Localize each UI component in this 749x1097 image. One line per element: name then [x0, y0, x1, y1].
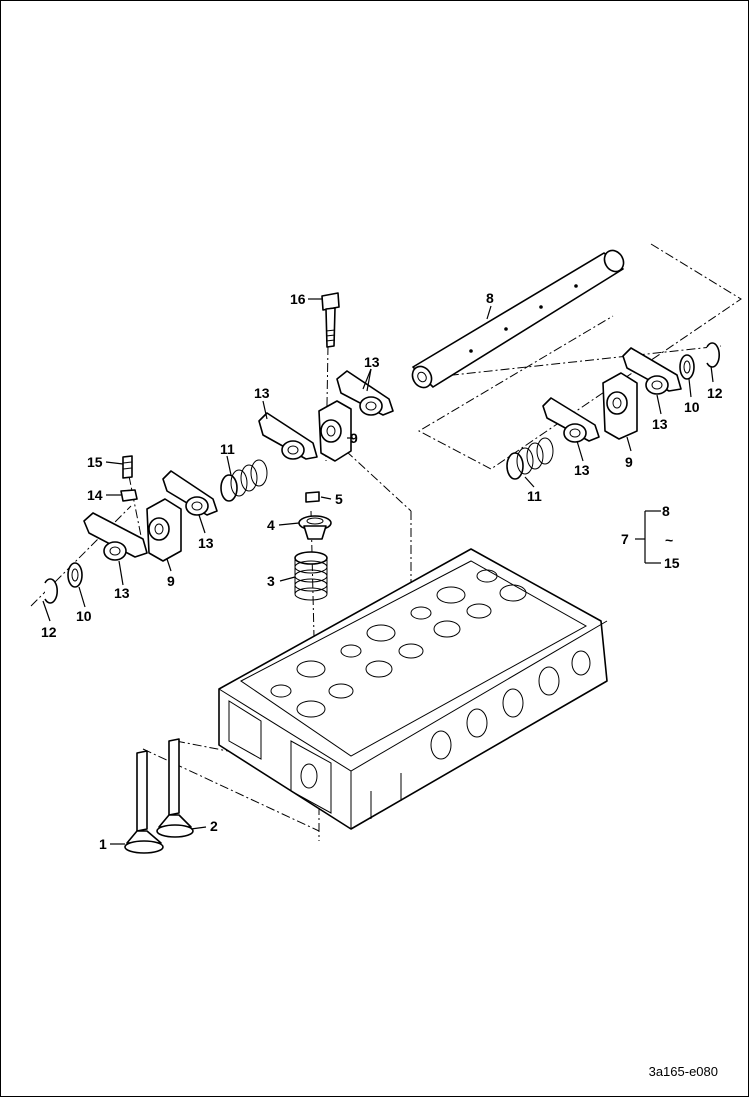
callout-13-a: 13 — [364, 354, 380, 370]
leader-lines — [42, 298, 714, 845]
valve-cotter — [305, 491, 320, 503]
figure-code: 3a165-e080 — [648, 1064, 718, 1079]
callout-5: 5 — [335, 491, 343, 507]
washer-right — [679, 354, 695, 380]
rocker-arm-1 — [336, 370, 394, 416]
adjusting-screw — [122, 455, 133, 479]
callout-11-a: 11 — [220, 441, 235, 457]
callout-9-a: 9 — [350, 430, 358, 446]
callout-12-b: 12 — [707, 385, 723, 401]
washer-left — [67, 562, 83, 588]
lock-nut — [120, 489, 138, 502]
callout-13-e: 13 — [574, 462, 590, 478]
callout-14: 14 — [87, 487, 103, 503]
cylinder-head — [218, 548, 608, 830]
rocker-arm-3 — [162, 470, 218, 516]
shaft-spring-1 — [220, 459, 268, 502]
callout-13-f: 13 — [652, 416, 668, 432]
callout-10-b: 10 — [684, 399, 700, 415]
group-bracket — [635, 510, 661, 564]
callout-9-c: 9 — [625, 454, 633, 470]
valve-spring — [294, 551, 328, 601]
callout-13-c: 13 — [198, 535, 214, 551]
callout-labels: 16 8 13 13 9 11 15 14 5 4 13 3 9 13 10 1… — [41, 290, 723, 852]
callout-7-bottom: 15 — [664, 555, 680, 571]
callout-3: 3 — [267, 573, 275, 589]
rocker-bracket-1 — [318, 400, 352, 462]
snap-ring-left — [44, 578, 58, 604]
callout-11-b: 11 — [527, 488, 542, 504]
callout-7-top: 8 — [662, 503, 670, 519]
callout-7: 7 — [621, 531, 629, 547]
rocker-arm-2 — [258, 412, 318, 460]
callout-7-range: ~ — [665, 532, 673, 548]
snap-ring-right — [706, 342, 720, 368]
callout-4: 4 — [267, 517, 275, 533]
callout-13-d: 13 — [114, 585, 130, 601]
rocker-arm-5 — [542, 397, 600, 443]
rocker-shaft — [411, 249, 625, 389]
rocker-arm-4 — [83, 512, 148, 561]
callout-1: 1 — [99, 836, 107, 852]
callout-10-a: 10 — [76, 608, 92, 624]
rocker-bracket-3 — [602, 372, 638, 440]
callout-15: 15 — [87, 454, 103, 470]
callout-2: 2 — [210, 818, 218, 834]
valve-exhaust — [156, 738, 194, 838]
rocker-arm-6 — [622, 347, 682, 395]
callout-9-b: 9 — [167, 573, 175, 589]
valve-intake — [124, 750, 164, 854]
rocker-bracket-2 — [146, 498, 182, 562]
callout-12-a: 12 — [41, 624, 57, 640]
shaft-spring-2 — [506, 437, 554, 480]
spring-retainer — [298, 515, 332, 540]
callout-13-b: 13 — [254, 385, 270, 401]
callout-8: 8 — [486, 290, 494, 306]
callout-16: 16 — [290, 291, 306, 307]
bolt — [321, 292, 340, 348]
